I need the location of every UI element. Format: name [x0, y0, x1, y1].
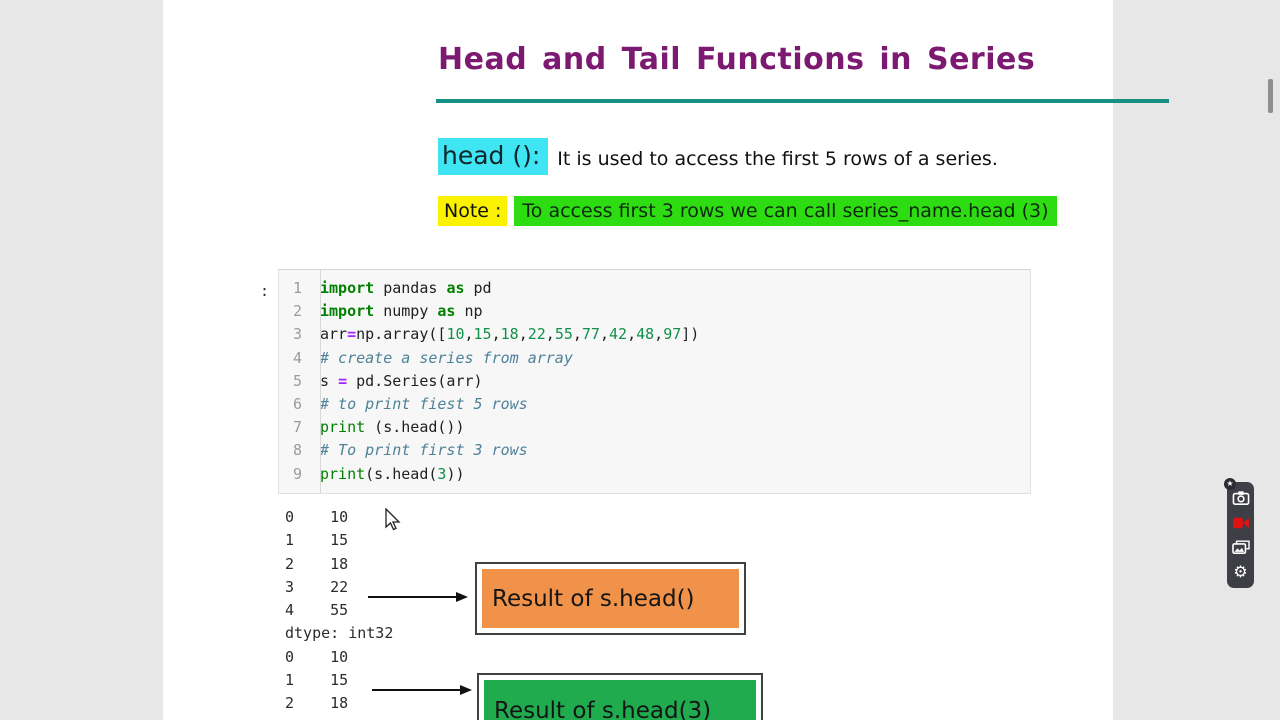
code-text: import numpy as np: [320, 302, 483, 321]
result-head3-label: Result of s.head(3): [494, 697, 712, 720]
gear-icon: ⚙: [1233, 562, 1248, 582]
result-head-label: Result of s.head(): [492, 585, 695, 612]
code-text: # To print first 3 rows: [320, 441, 528, 460]
note-text: To access first 3 rows we can call serie…: [514, 196, 1057, 226]
gallery-icon: [1231, 540, 1250, 555]
code-text: # create a series from array: [320, 348, 573, 367]
code-line: 1 import pandas as pd: [279, 277, 1030, 300]
head-function-description: It is used to access the first 5 rows of…: [557, 147, 998, 170]
line-number: 7: [292, 418, 302, 437]
code-text: import pandas as pd: [320, 279, 492, 297]
cell-output: 0 10 1 15 2 18 3 22 4 55 dtype: int32 0 …: [285, 508, 394, 713]
code-text: # to print fiest 5 rows: [320, 395, 528, 414]
result-head3-fill: Result of s.head(3): [484, 680, 756, 720]
code-text: print(s.head(3)): [320, 464, 465, 483]
record-button[interactable]: [1232, 514, 1250, 532]
note-line: Note : To access first 3 rows we can cal…: [438, 196, 1057, 226]
line-number: 4: [292, 348, 302, 367]
code-text: arr=np.array([10,15,18,22,55,77,42,48,97…: [320, 325, 700, 344]
gallery-button[interactable]: [1231, 538, 1250, 556]
code-line: 8 # To print first 3 rows: [279, 439, 1030, 462]
arrow-to-head3-result: [372, 685, 472, 695]
code-cell[interactable]: 1 import pandas as pd 2 import numpy as np 3…: [278, 269, 1031, 494]
arrow-to-head-result: [368, 592, 468, 602]
camera-icon: [1232, 491, 1249, 505]
recorder-toolbar: ★ ⚙: [1224, 478, 1254, 588]
line-number: 3: [292, 325, 302, 344]
page-title: Head and Tail Functions in Series: [438, 42, 1036, 77]
gutter-divider: [320, 270, 321, 493]
settings-button[interactable]: ⚙: [1232, 563, 1250, 581]
code-lines: 1 import pandas as pd 2 import numpy as np 3…: [279, 277, 1030, 486]
line-number: 1: [292, 279, 302, 297]
line-number: 9: [292, 464, 302, 483]
code-line: 9 print(s.head(3)): [279, 463, 1030, 486]
camera-button[interactable]: [1232, 489, 1250, 507]
title-underline: [436, 99, 1169, 103]
code-text: s = pd.Series(arr): [320, 371, 483, 390]
line-number: 5: [292, 371, 302, 390]
code-line: 6 # to print fiest 5 rows: [279, 393, 1030, 416]
code-text: print (s.head()): [320, 418, 465, 437]
result-head-box: Result of s.head(): [475, 562, 746, 635]
code-line: 7 print (s.head()): [279, 416, 1030, 439]
cell-prompt: :: [260, 282, 270, 300]
result-head3-box: Result of s.head(3): [477, 673, 763, 720]
line-number: 6: [292, 395, 302, 414]
star-badge-icon: ★: [1224, 478, 1236, 490]
code-line: 4 # create a series from array: [279, 347, 1030, 370]
record-icon: [1232, 517, 1249, 528]
code-line: 2 import numpy as np: [279, 300, 1030, 323]
code-line: 5 s = pd.Series(arr): [279, 370, 1030, 393]
head-function-line: head (): It is used to access the first …: [438, 138, 998, 175]
scrollbar-thumb[interactable]: [1268, 79, 1273, 113]
mouse-cursor: [385, 508, 401, 531]
head-function-highlight: head ():: [438, 138, 549, 175]
note-label: Note :: [438, 196, 508, 226]
result-head-fill: Result of s.head(): [482, 569, 739, 628]
line-number: 8: [292, 441, 302, 460]
line-number: 2: [292, 302, 302, 321]
code-line: 3 arr=np.array([10,15,18,22,55,77,42,48,9…: [279, 323, 1030, 346]
